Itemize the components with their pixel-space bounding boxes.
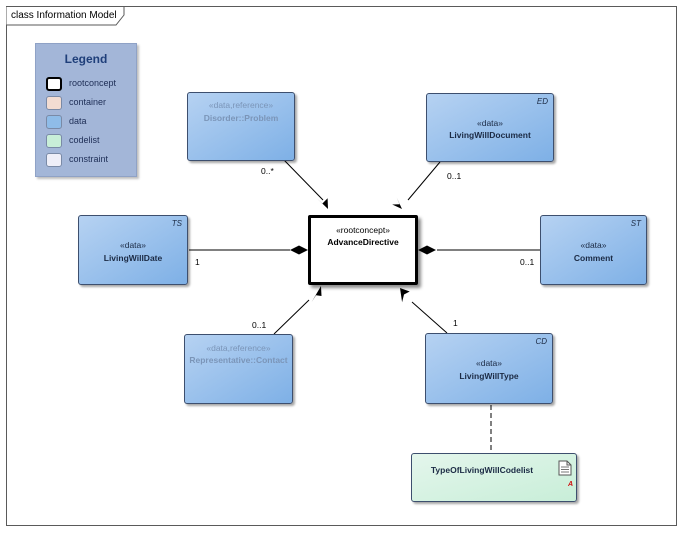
legend-swatch-constraint [46, 153, 62, 167]
class-representative-contact[interactable]: «data,reference» Representative::Contact [184, 334, 293, 404]
class-living-will-type[interactable]: CD «data» LivingWillType [425, 333, 553, 404]
class-stereotype: «data» [120, 240, 146, 250]
multiplicity-date: 1 [195, 257, 200, 267]
legend-item-data: data [46, 115, 136, 131]
class-disorder-problem[interactable]: «data,reference» Disorder::Problem [187, 92, 295, 161]
legend-swatch-codelist [46, 134, 62, 148]
class-type-tag: CD [535, 337, 547, 346]
diamond-document [392, 197, 402, 209]
class-stereotype: «data» [580, 240, 607, 250]
multiplicity-comment: 0..1 [520, 257, 535, 267]
class-type-of-living-will-codelist[interactable]: TypeOfLivingWillCodelist A [411, 453, 577, 502]
frame-title: class Information Model [11, 10, 117, 21]
class-name: Disorder::Problem [203, 113, 279, 123]
class-type-tag: TS [171, 219, 182, 228]
document-icon-mark: A [568, 481, 574, 488]
multiplicity-problem: 0..* [261, 166, 274, 176]
legend-swatch-data [46, 115, 62, 129]
legend-item-container: container [46, 96, 136, 112]
class-type-tag: ED [536, 97, 548, 106]
legend[interactable]: Legend rootconcept container data codeli… [35, 43, 137, 177]
legend-item-rootconcept: rootconcept [46, 77, 136, 93]
legend-swatch-rootconcept [46, 77, 62, 91]
diamond-date [290, 245, 308, 255]
multiplicity-contact: 0..1 [252, 320, 267, 330]
link-type [411, 301, 448, 334]
diamond-type [400, 288, 410, 303]
link-problem [283, 159, 324, 201]
diamond-problem [317, 198, 328, 209]
class-advance-directive[interactable]: «rootconcept» AdvanceDirective [308, 215, 418, 285]
class-type-tag: ST [630, 219, 641, 228]
class-comment[interactable]: ST «data» Comment [540, 215, 647, 285]
class-name: Representative::Contact [189, 355, 288, 365]
legend-item-constraint: constraint [46, 153, 136, 169]
class-name: AdvanceDirective [327, 237, 399, 247]
link-document [407, 161, 441, 201]
class-stereotype: «data,reference» [206, 343, 271, 353]
class-name: LivingWillType [459, 371, 519, 381]
class-name: Comment [573, 253, 614, 263]
legend-label: data [69, 116, 87, 126]
multiplicity-type: 1 [453, 318, 458, 328]
legend-label: codelist [69, 135, 100, 145]
class-name: TypeOfLivingWillCodelist [430, 465, 534, 475]
class-stereotype: «data,reference» [208, 100, 274, 110]
legend-title: Legend [64, 52, 108, 66]
class-living-will-document[interactable]: ED «data» LivingWillDocument [426, 93, 554, 162]
class-stereotype: «data» [476, 358, 502, 368]
legend-label: constraint [69, 154, 109, 164]
class-stereotype: «data» [477, 118, 503, 128]
class-stereotype: «rootconcept» [336, 225, 390, 235]
legend-label: rootconcept [69, 78, 117, 88]
link-contact [273, 299, 310, 335]
class-name: LivingWillDate [103, 253, 163, 263]
diamond-contact [311, 286, 322, 303]
legend-label: container [69, 97, 107, 107]
multiplicity-document: 0..1 [447, 171, 462, 181]
class-living-will-date[interactable]: TS «data» LivingWillDate [78, 215, 188, 285]
class-name: LivingWillDocument [449, 130, 531, 140]
legend-swatch-container [46, 96, 62, 110]
document-icon [558, 460, 572, 476]
diamond-comment [418, 245, 436, 255]
frame-name-tab [6, 6, 125, 26]
legend-item-codelist: codelist [46, 134, 136, 150]
